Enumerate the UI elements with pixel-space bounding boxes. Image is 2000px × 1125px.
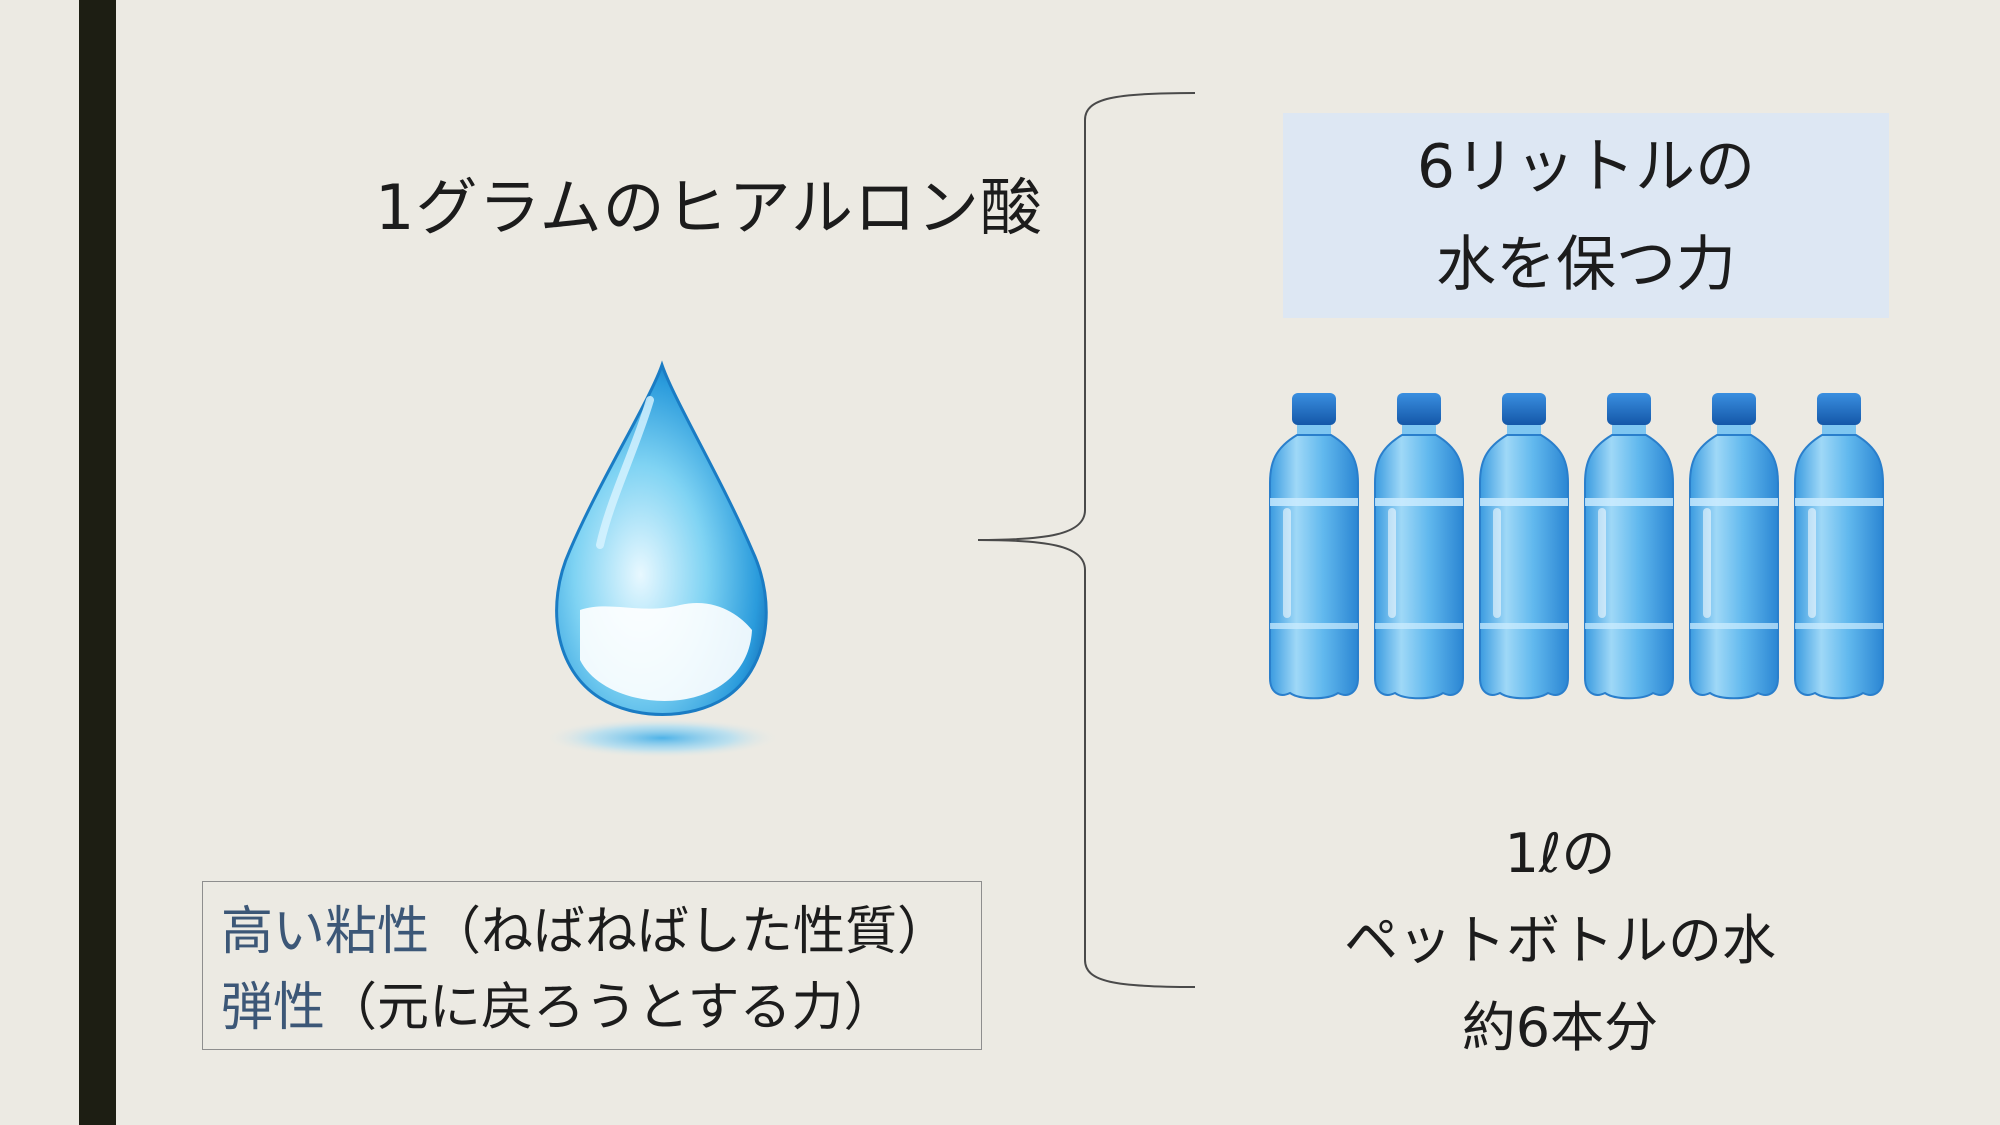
- property-term: 弾性: [221, 978, 326, 1038]
- liter-line-1: 1ℓの: [1504, 822, 1616, 885]
- highlight-line-1: 6リットルの: [1416, 131, 1756, 202]
- water-bottles-illustration: [1269, 392, 1884, 700]
- water-bottle-icon: [1689, 392, 1779, 700]
- water-bottle-icon: [1374, 392, 1464, 700]
- water-drop-illustration: [540, 360, 780, 760]
- water-drop-icon: [544, 360, 780, 758]
- water-bottle-icon: [1584, 392, 1674, 700]
- curly-brace: [977, 92, 1196, 988]
- property-term: 高い粘性: [221, 902, 430, 962]
- property-note: （ねばねばした性質）: [429, 902, 950, 962]
- properties-box: 高い粘性（ねばねばした性質） 弾性（元に戻ろうとする力）: [202, 881, 982, 1050]
- liter-line-2: ペットボトルの水: [1344, 909, 1776, 972]
- liter-line-3: 約6本分: [1461, 996, 1659, 1059]
- property-elasticity: 弾性（元に戻ろうとする力）: [221, 970, 981, 1046]
- water-retention-highlight: 6リットルの 水を保つ力: [1283, 113, 1889, 318]
- water-bottle-icon: [1479, 392, 1569, 700]
- water-bottle-icon: [1794, 392, 1884, 700]
- left-accent-bar: [79, 0, 116, 1125]
- slide-title: 1グラムのヒアルロン酸: [375, 171, 1043, 244]
- property-note: （元に戻ろうとする力）: [325, 978, 896, 1038]
- property-viscosity: 高い粘性（ねばねばした性質）: [221, 894, 981, 970]
- highlight-line-2: 水を保つ力: [1436, 229, 1736, 300]
- liter-equivalent-text: 1ℓの ペットボトルの水 約6本分: [1310, 810, 1810, 1071]
- water-bottle-icon: [1269, 392, 1359, 700]
